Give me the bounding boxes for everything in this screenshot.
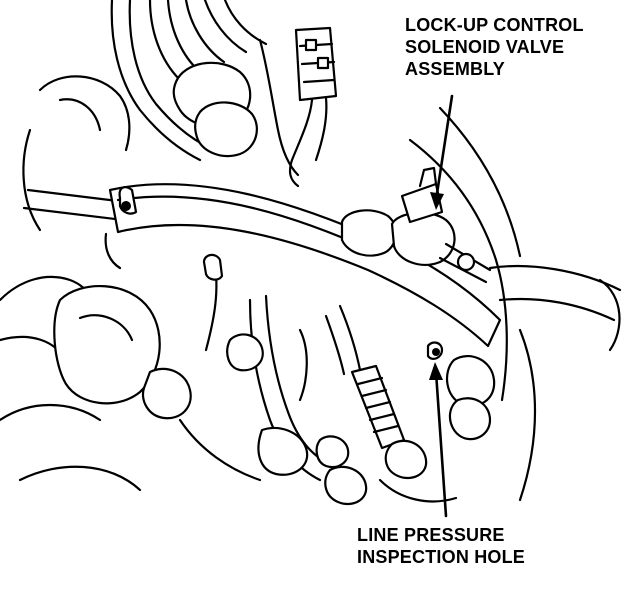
solenoid-callout-line-1: LOCK-UP CONTROL	[405, 15, 584, 35]
solenoid-callout-line-3: ASSEMBLY	[405, 59, 505, 79]
right-fittings	[426, 341, 496, 441]
solenoid-valve-callout: LOCK-UP CONTROL SOLENOID VALVE ASSEMBLY	[405, 14, 584, 80]
wiring-harness	[110, 0, 300, 177]
transmission-housing	[408, 106, 622, 502]
left-housing	[0, 75, 192, 492]
inspection-callout-line-1: LINE PRESSURE	[357, 525, 505, 545]
leader-lines	[429, 94, 454, 518]
electrical-connector	[288, 26, 338, 188]
solenoid-callout-line-2: SOLENOID VALVE	[405, 37, 565, 57]
inspection-callout-line-2: INSPECTION HOLE	[357, 547, 526, 567]
lower-linkages	[178, 253, 458, 506]
inspection-hole-callout: LINE PRESSURE INSPECTION HOLE	[357, 524, 525, 568]
